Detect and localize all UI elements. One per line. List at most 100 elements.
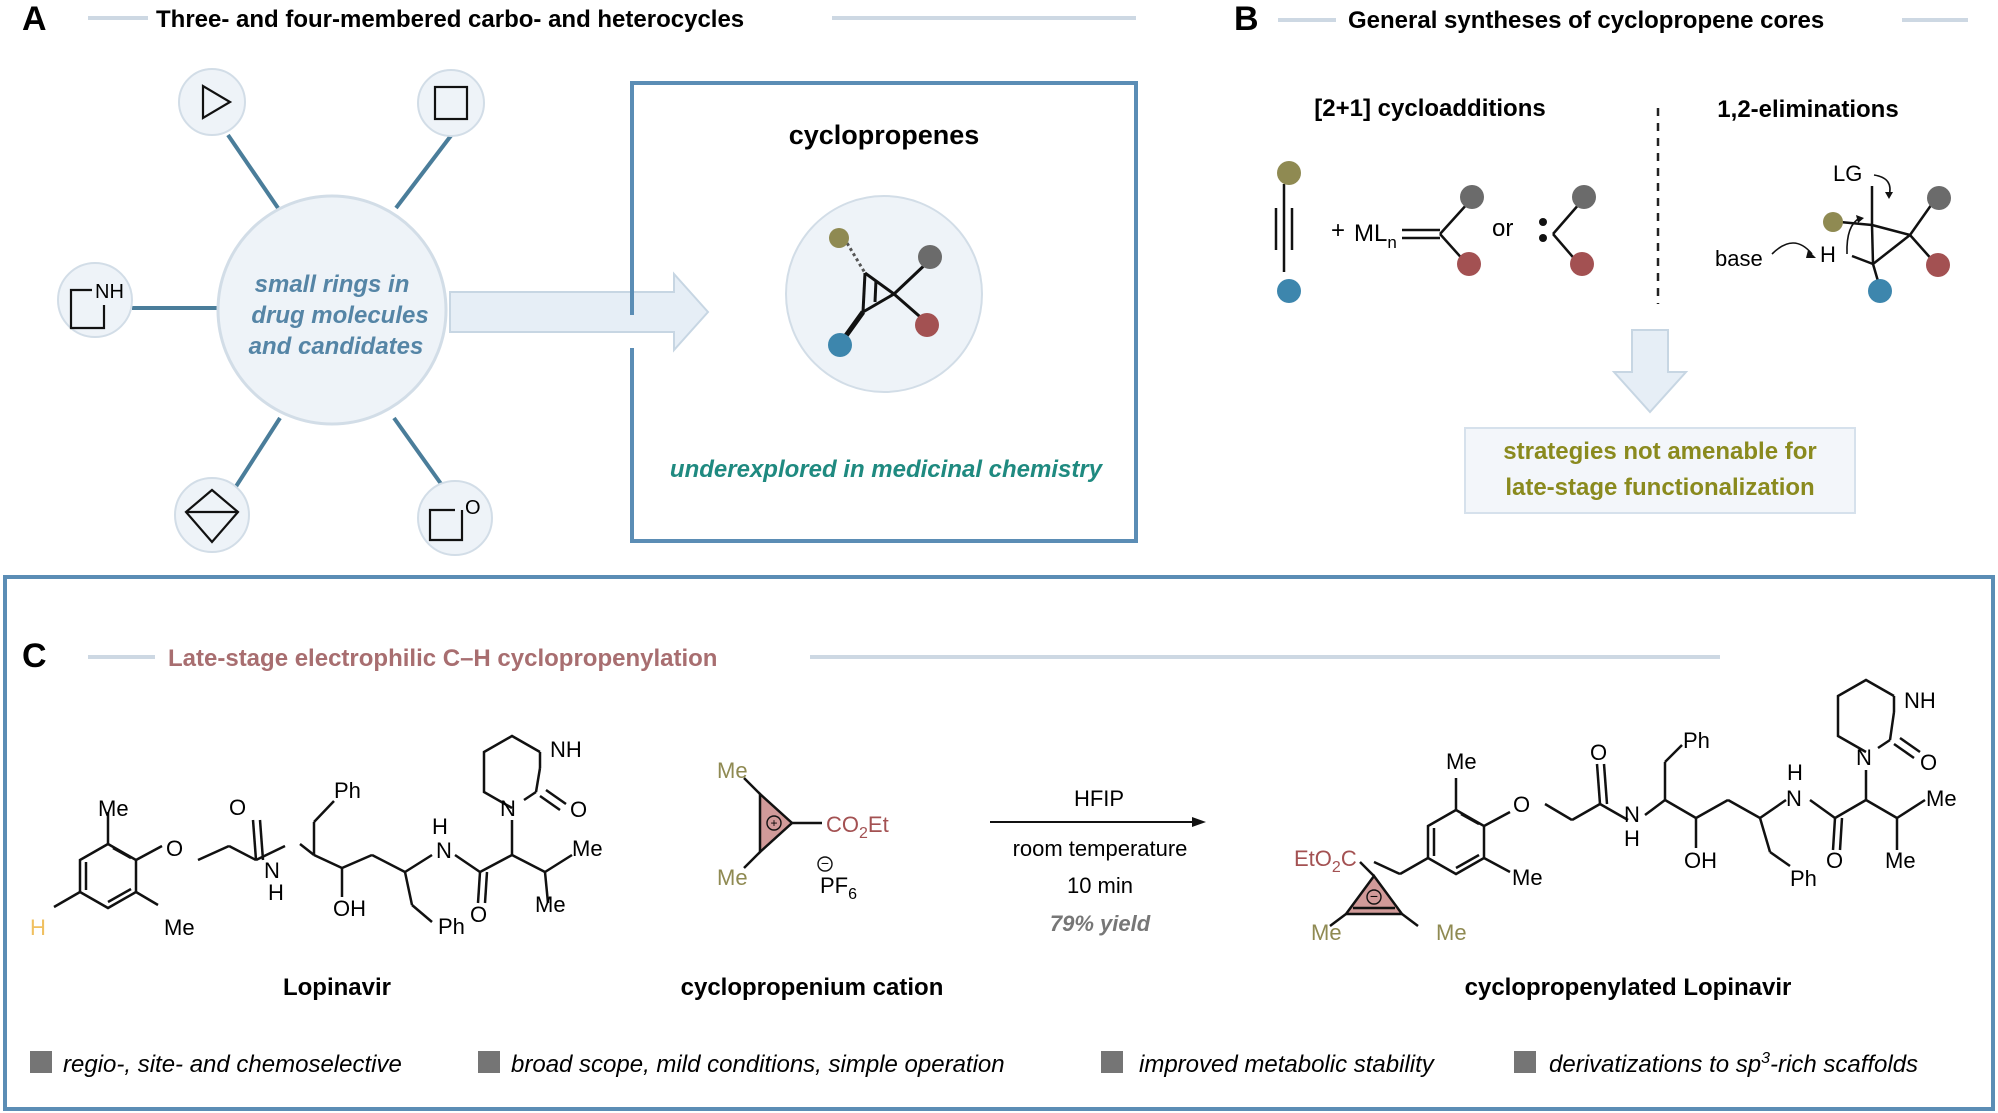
cyclopropene-structure [828, 228, 942, 357]
feature-bullet [30, 1051, 52, 1073]
down-arrow [1611, 329, 1689, 414]
svg-text:Ph: Ph [1790, 866, 1817, 891]
svg-text:Ph: Ph [438, 914, 465, 939]
feature-3: improved metabolic stability [1139, 1051, 1436, 1078]
svg-text:PF6: PF6 [820, 873, 857, 903]
yield-text: 79% yield [1050, 911, 1151, 936]
svg-text:CO2Et: CO2Et [826, 812, 889, 842]
lopinavir-labels: Me Me H O O N H Ph OH Ph H N O N NH O Me… [30, 737, 603, 940]
svg-text:−: − [1370, 888, 1378, 904]
svg-text:Me: Me [1311, 920, 1342, 945]
svg-text:HFIP: HFIP [1074, 786, 1124, 811]
svg-text:N: N [500, 796, 516, 821]
panel-b-title: General syntheses of cyclopropene cores [1348, 7, 1824, 34]
panel-c-title: Late-stage electrophilic C–H cyclopropen… [168, 645, 717, 672]
cyclopropane-ring [178, 68, 246, 136]
svg-text:drug molecules: drug molecules [251, 302, 428, 329]
svg-text:O: O [470, 902, 487, 927]
svg-text:MLn: MLn [1354, 220, 1397, 252]
svg-text:strategies not amenable for: strategies not amenable for [1503, 438, 1816, 465]
hub-text: small rings in drug molecules and candid… [249, 271, 429, 360]
svg-text:H: H [268, 880, 284, 905]
azetidine-ring: NH [57, 262, 133, 338]
svg-text:room temperature: room temperature [1013, 836, 1188, 861]
feature-bullet [1101, 1051, 1123, 1073]
svg-text:Me: Me [98, 796, 129, 821]
svg-text:Me: Me [572, 836, 603, 861]
box-title: cyclopropenes [789, 120, 980, 150]
panel-a-title: Three- and four-membered carbo- and hete… [156, 6, 744, 33]
alkyne-structure [1274, 161, 1301, 303]
panel-b: B General syntheses of cyclopropene core… [1234, 0, 1968, 514]
product-name: cyclopropenylated Lopinavir [1465, 974, 1792, 1001]
svg-text:H: H [30, 915, 46, 940]
svg-text:Me: Me [717, 865, 748, 890]
svg-text:O: O [1826, 848, 1843, 873]
box-caption: underexplored in medicinal chemistry [670, 456, 1104, 483]
svg-text:late-stage functionalization: late-stage functionalization [1505, 474, 1814, 501]
cyclopropene-box [630, 81, 1138, 543]
feature-4: derivatizations to sp3-rich scaffolds [1549, 1050, 1918, 1078]
svg-text:O: O [465, 497, 481, 519]
svg-text:NH: NH [1904, 688, 1936, 713]
svg-text:Me: Me [1436, 920, 1467, 945]
bicyclobutane-ring [174, 477, 250, 553]
svg-text:−: − [821, 855, 829, 871]
cycloaddition-heading: [2+1] cycloadditions [1314, 95, 1545, 122]
lopinavir-structure [53, 734, 573, 923]
svg-text:Me: Me [1446, 749, 1477, 774]
svg-text:O: O [229, 795, 246, 820]
svg-text:OH: OH [1684, 848, 1717, 873]
svg-text:Me: Me [164, 915, 195, 940]
svg-text:OH: OH [333, 896, 366, 921]
svg-text:Me: Me [1512, 865, 1543, 890]
svg-text:10 min: 10 min [1067, 873, 1133, 898]
feature-1: regio-, site- and chemoselective [63, 1051, 402, 1078]
svg-text:N: N [264, 858, 280, 883]
or-text: or [1492, 215, 1513, 242]
conditions: HFIP room temperature 10 min 79% yield [1013, 786, 1188, 936]
svg-text:H: H [432, 814, 448, 839]
svg-text:and candidates: and candidates [249, 333, 424, 360]
panel-c-frame [3, 575, 1995, 1111]
metal-carbene: MLn [1354, 185, 1484, 276]
svg-text:O: O [1590, 740, 1607, 765]
plus-sign: + [1331, 217, 1345, 244]
feature-list: regio-, site- and chemoselective broad s… [30, 1050, 1918, 1078]
svg-text:Me: Me [1885, 848, 1916, 873]
note-text: strategies not amenable for late-stage f… [1503, 438, 1816, 501]
hub-circle [216, 194, 448, 426]
svg-text:H: H [1820, 242, 1836, 267]
svg-text:N: N [1786, 786, 1802, 811]
free-carbene [1539, 185, 1596, 276]
svg-text:N: N [1856, 745, 1872, 770]
reaction-arrow [990, 817, 1206, 827]
reagent-name: cyclopropenium cation [681, 974, 944, 1001]
feature-2: broad scope, mild conditions, simple ope… [511, 1051, 1005, 1078]
hub-spokes [132, 131, 455, 490]
svg-text:N: N [1624, 802, 1640, 827]
svg-text:Ph: Ph [334, 778, 361, 803]
svg-text:EtO2C: EtO2C [1294, 846, 1357, 876]
svg-text:Me: Me [1926, 786, 1957, 811]
oxetane-ring: O [417, 480, 493, 556]
elimination-heading: 1,2-eliminations [1717, 96, 1898, 123]
panel-c: C Late-stage electrophilic C–H cycloprop… [3, 575, 1995, 1111]
product-structure [1373, 678, 1926, 876]
hub-arrow [449, 271, 710, 353]
panel-b-letter: B [1234, 0, 1259, 38]
panel-c-letter: C [22, 637, 47, 675]
cyclobutane-ring [417, 69, 485, 137]
panel-a-letter: A [22, 0, 47, 38]
svg-text:base: base [1715, 246, 1763, 271]
svg-text:Me: Me [717, 758, 748, 783]
svg-text:H: H [1624, 826, 1640, 851]
svg-text:O: O [166, 836, 183, 861]
product-cyclopropene: − [1329, 861, 1419, 927]
reactant-name: Lopinavir [283, 974, 391, 1001]
svg-text:small rings in: small rings in [255, 271, 410, 298]
svg-text:O: O [1920, 750, 1937, 775]
svg-text:LG: LG [1833, 161, 1862, 186]
svg-text:N: N [436, 838, 452, 863]
